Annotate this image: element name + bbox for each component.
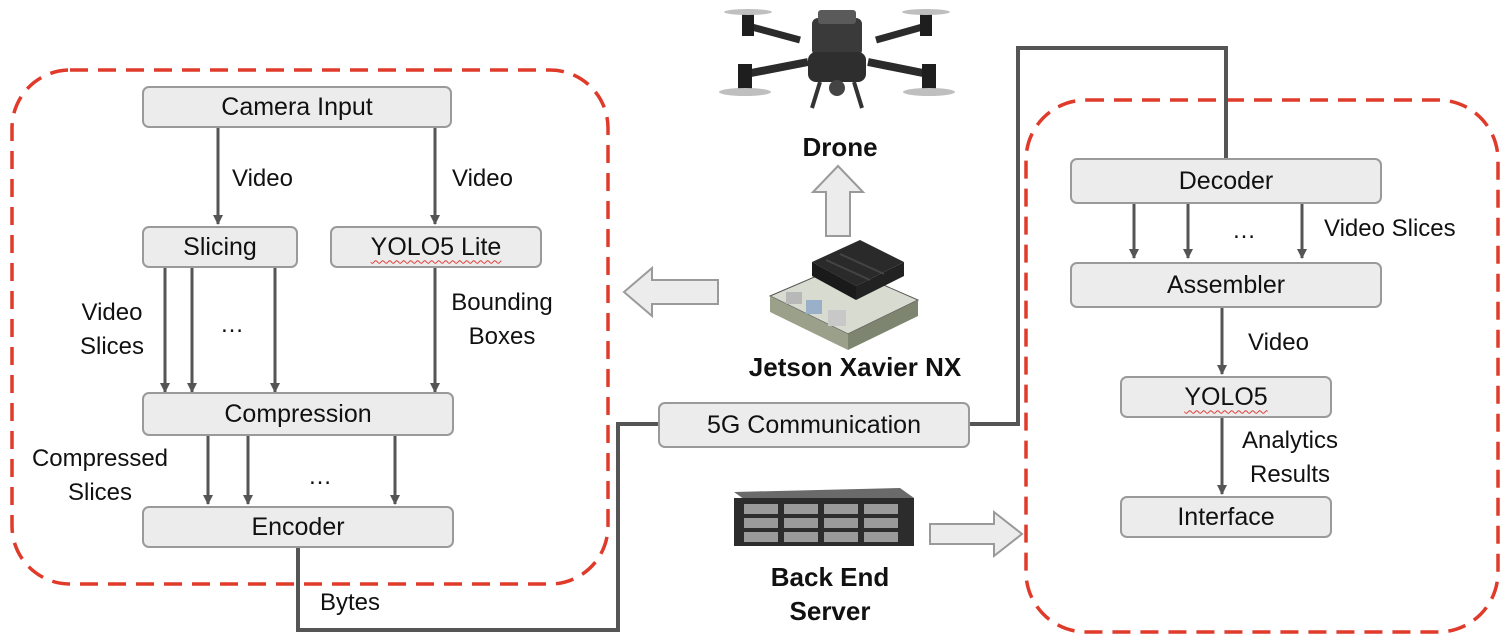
edge-region [10, 68, 610, 586]
server-label: Back End Server [740, 560, 920, 628]
jetson-label: Jetson Xavier NX [748, 352, 962, 382]
video-label-right: Video [452, 165, 513, 192]
bounding-boxes-line2: Boxes [468, 323, 536, 350]
analytics-results-label: Analytics Results [1232, 424, 1348, 492]
interface-box: Interface [1120, 496, 1332, 538]
assembler-box: Assembler [1070, 262, 1382, 308]
network-connector [296, 422, 660, 632]
server-label-line1: Back End [770, 562, 890, 592]
arrow-jetson-to-edge [622, 265, 719, 319]
encoder-label: Encoder [251, 512, 345, 541]
analytics-results-line2: Results [1249, 461, 1331, 488]
ellipsis-decoder: … [1232, 217, 1256, 244]
video-slices-line2: Slices [79, 333, 145, 360]
video-label-left: Video [232, 165, 293, 192]
5g-communication-box: 5G Communication [658, 402, 970, 448]
ellipsis-slices: … [220, 311, 244, 338]
5g-communication-label: 5G Communication [707, 410, 921, 439]
drone-icon [719, 9, 955, 109]
slicing-box: Slicing [142, 226, 298, 268]
decoder-box: Decoder [1070, 158, 1382, 204]
server-icon [734, 488, 914, 546]
bounding-boxes-label: Bounding Boxes [450, 286, 554, 354]
camera-input-label: Camera Input [221, 92, 373, 121]
arrow-server-to-backend [929, 509, 1024, 559]
server-label-line2: Server [789, 596, 871, 626]
yolo-label: YOLO5 [1184, 382, 1268, 411]
yolo-lite-label: YOLO5 Lite [370, 232, 502, 261]
jetson-board-icon [768, 240, 920, 350]
network-connector-2 [970, 46, 1228, 426]
interface-label: Interface [1177, 502, 1275, 531]
decoder-label: Decoder [1178, 166, 1274, 195]
video-slices-label: Video Slices [72, 296, 152, 364]
camera-input-box: Camera Input [142, 86, 452, 128]
compression-label: Compression [224, 399, 372, 428]
video-label-backend: Video [1248, 329, 1309, 356]
video-slices-line1: Video [81, 299, 143, 326]
arrow-jetson-to-drone [810, 164, 866, 237]
ellipsis-compressed: … [308, 463, 332, 490]
analytics-results-line1: Analytics [1241, 427, 1339, 454]
compressed-slices-line1: Compressed [31, 445, 169, 472]
bytes-label: Bytes [320, 589, 381, 616]
compression-box: Compression [142, 392, 454, 436]
compressed-slices-label: Compressed Slices [20, 442, 180, 510]
slicing-label: Slicing [183, 232, 257, 261]
video-slices-label-backend: Video Slices [1324, 215, 1456, 242]
compressed-slices-line2: Slices [67, 479, 133, 506]
assembler-label: Assembler [1166, 270, 1286, 299]
backend-region [1024, 98, 1500, 634]
encoder-box: Encoder [142, 506, 454, 548]
drone-label: Drone [802, 132, 878, 162]
yolo-lite-box: YOLO5 Lite [330, 226, 542, 268]
bounding-boxes-line1: Bounding [451, 289, 553, 316]
yolo-box: YOLO5 [1120, 376, 1332, 418]
